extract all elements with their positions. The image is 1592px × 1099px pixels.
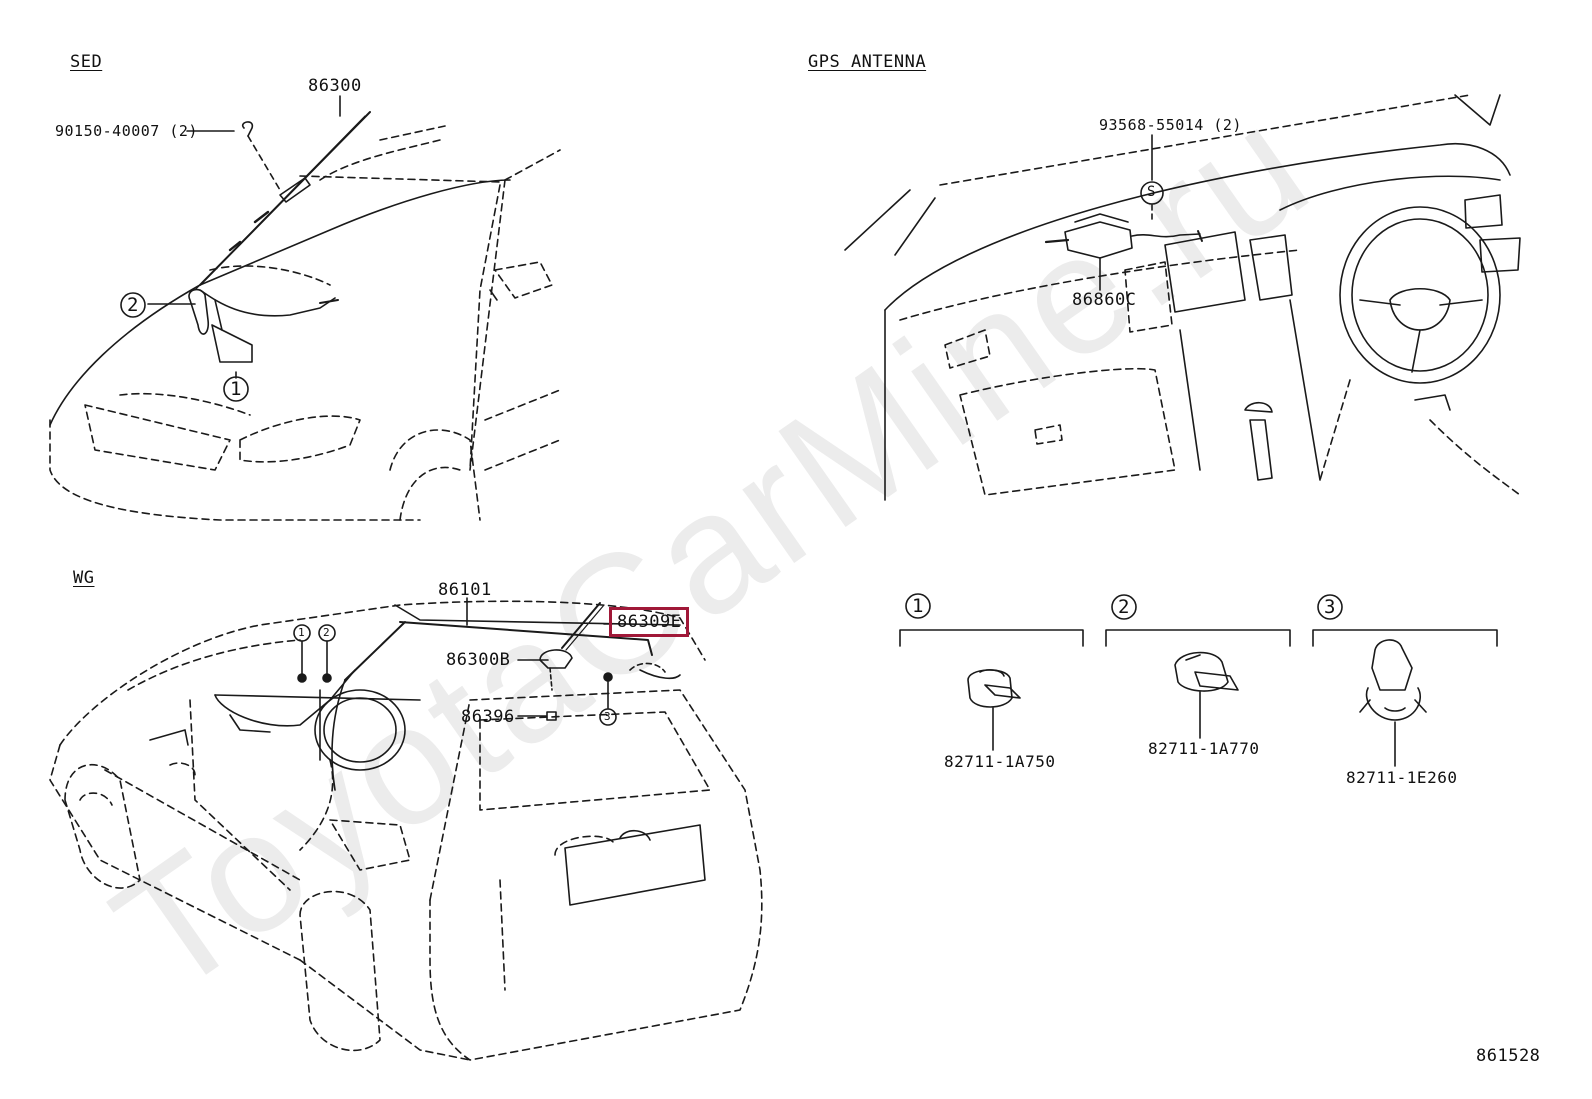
clip-reference-panels (899, 593, 1498, 767)
part-label-93568-55014[interactable]: 93568-55014 (2) (1099, 116, 1242, 134)
callout-3-wg: 3 (604, 710, 612, 723)
callout-s-gps: S (1147, 184, 1156, 200)
part-label-86309e[interactable]: 86309E (617, 612, 682, 632)
part-label-82711-1a750[interactable]: 82711-1A750 (944, 752, 1056, 771)
sedan-illustration (49, 95, 561, 521)
callout-3-clip: 3 (1324, 596, 1336, 618)
part-label-90150-40007[interactable]: 90150-40007 (2) (55, 122, 198, 140)
callout-1-clip: 1 (912, 595, 924, 617)
part-label-86300b[interactable]: 86300B (446, 650, 511, 670)
callout-2-sed: 2 (127, 294, 139, 316)
callout-2-clip: 2 (1118, 596, 1130, 618)
part-label-86860c[interactable]: 86860C (1072, 290, 1137, 310)
callout-1-wg: 1 (298, 626, 306, 639)
dashboard-illustration (844, 94, 1521, 501)
section-title-gps-antenna: GPS ANTENNA (808, 52, 927, 72)
part-label-82711-1a770[interactable]: 82711-1A770 (1148, 739, 1260, 758)
part-label-82711-1e260[interactable]: 82711-1E260 (1346, 768, 1458, 787)
part-label-86300[interactable]: 86300 (308, 76, 362, 96)
callout-1-sed: 1 (230, 378, 242, 400)
section-title-wg: WG (73, 568, 95, 588)
section-title-sed: SED (70, 52, 103, 72)
part-label-86396[interactable]: 86396 (461, 707, 515, 727)
part-label-86101[interactable]: 86101 (438, 580, 492, 600)
highlighted-part-box: 86309E (609, 607, 690, 637)
wagon-illustration (49, 597, 763, 1061)
diagram-id: 861528 (1476, 1046, 1541, 1066)
callout-2-wg: 2 (323, 626, 331, 639)
